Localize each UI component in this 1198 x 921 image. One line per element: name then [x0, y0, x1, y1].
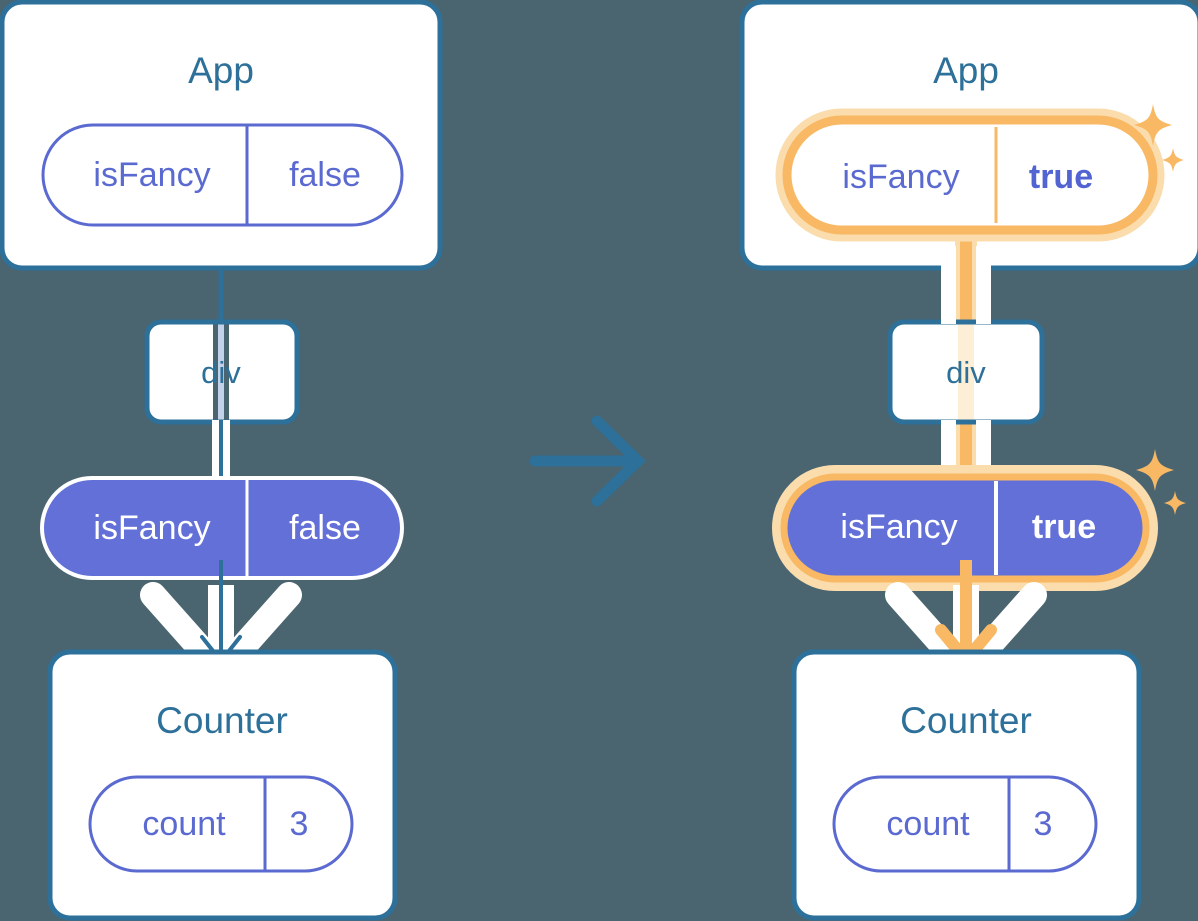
counter-state-pill-key: count [886, 805, 970, 843]
div-card [887, 319, 1045, 425]
prop-pill-value: true [1032, 508, 1096, 546]
prop-pill-key: isFancy [840, 508, 957, 546]
sparkle-large-icon [1134, 104, 1172, 146]
counter-state-pill-value: 3 [1034, 805, 1053, 843]
div-card-fill-right [229, 322, 297, 422]
counter-card [47, 649, 398, 921]
div-card-label: div [201, 355, 241, 390]
counter-state-pill-key: count [142, 805, 226, 843]
app-state-pill [41, 123, 404, 227]
app-card-title: App [933, 50, 999, 91]
app-card-title: App [188, 50, 254, 91]
app-state-pill-value: true [1029, 158, 1093, 196]
sparkle-small-icon [1162, 148, 1184, 172]
counter-card [791, 649, 1142, 921]
app-state-pill-highlight-ring [782, 115, 1158, 235]
div-card-fill-left [147, 322, 213, 422]
sparkle-small-icon [1164, 491, 1186, 515]
div-card-label: div [946, 355, 986, 390]
app-card [0, 0, 443, 271]
counter-state-pill-value: 3 [290, 805, 309, 843]
counter-card-title: Counter [156, 700, 288, 741]
div-card-fill-center [958, 322, 974, 422]
counter-card-title: Counter [900, 700, 1032, 741]
app-state-pill-key: isFancy [842, 158, 959, 196]
app-state-pill-value: false [289, 156, 361, 194]
app-state-pill-key: isFancy [93, 156, 210, 194]
panel-before: App isFancy false div isFancy false [0, 0, 443, 921]
counter-state-pill [832, 775, 1098, 873]
prop-pill-value: false [289, 509, 361, 547]
div-card-fill-left [890, 322, 958, 422]
transition-arrow-right-icon [529, 415, 646, 507]
div-card-fill-right [974, 322, 1042, 422]
prop-pill-key: isFancy [93, 509, 210, 547]
counter-state-pill [88, 775, 354, 873]
prop-line-white-app-to-div [941, 246, 991, 324]
sparkle-large-icon [1136, 449, 1174, 491]
panel-after: App isFancy true div [739, 0, 1198, 921]
